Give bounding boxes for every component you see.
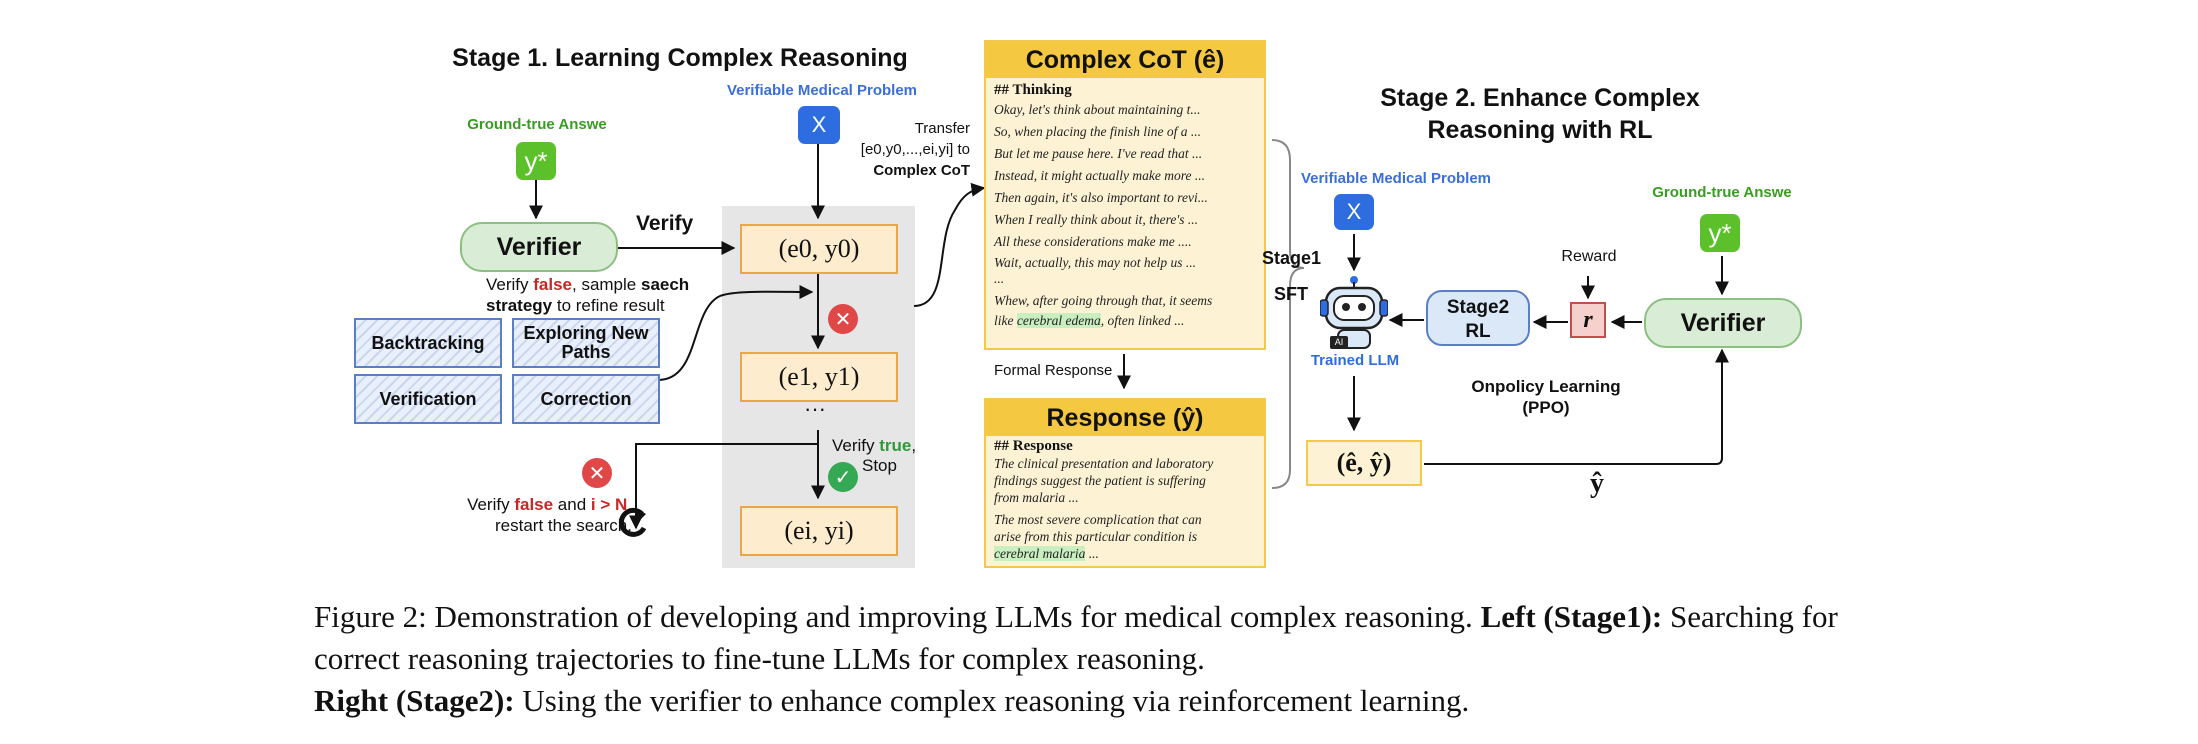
stage2-verifier-box: Verifier xyxy=(1644,298,1802,348)
verify-label: Verify xyxy=(636,212,694,235)
stage2-rl-box: Stage2 RL xyxy=(1426,290,1530,346)
cot-line: Wait, actually, this may not help us ... xyxy=(994,255,1196,270)
arrow-strategies-to-search xyxy=(657,284,814,381)
response-box: Response (ŷ) ## Response The clinical pr… xyxy=(984,398,1266,568)
check-icon: ✓ xyxy=(828,462,858,492)
restart-cross-icon: ✕ xyxy=(582,458,612,488)
formal-response-label: Formal Response xyxy=(994,362,1113,379)
restart-icon xyxy=(618,507,647,537)
response-section-title: ## Response xyxy=(994,438,1073,454)
stage1-title: Stage 1. Learning Complex Reasoning xyxy=(452,44,908,72)
cot-line: So, when placing the finish line of a ..… xyxy=(994,124,1201,139)
strategy-backtracking: Backtracking xyxy=(354,318,502,368)
cot-line: But let me pause here. I've read that ..… xyxy=(994,146,1203,161)
yhat-label: ŷ xyxy=(1590,468,1604,499)
stage2-title: Stage 2. Enhance Complex Reasoning with … xyxy=(1380,84,1700,144)
stage2-answer-bubble-icon: y* xyxy=(1700,214,1740,252)
response-line: findings suggest the patient is sufferin… xyxy=(994,473,1206,488)
figure-caption: Figure 2: Demonstration of developing an… xyxy=(314,599,1838,718)
arrow-restart xyxy=(629,443,818,530)
stage2-ground-truth-label: Ground-true Answe xyxy=(1652,184,1792,201)
ground-truth-label: Ground-true Answe xyxy=(467,116,607,133)
step-e1-y1: (e1, y1) xyxy=(740,352,898,402)
arrow-output-to-verifier xyxy=(1424,348,1729,465)
cot-line: ... xyxy=(994,271,1005,286)
stage1-verifier-box: Verifier xyxy=(460,222,618,272)
stage2-problem-bubble-icon: X xyxy=(1334,194,1374,230)
cot-final-line-2: like cerebral edema, often linked ... xyxy=(994,313,1185,328)
cot-line: Okay, let's think about maintaining t... xyxy=(994,102,1201,117)
strategy-exploring-new-paths: Exploring New Paths xyxy=(512,318,660,368)
strategy-verification: Verification xyxy=(354,374,502,424)
complex-cot-header: Complex CoT (ê) xyxy=(986,42,1264,78)
cot-line: All these considerations make me .... xyxy=(994,234,1192,249)
cot-line: Then again, it's also important to revi.… xyxy=(994,190,1208,205)
problem-label: Verifiable Medical Problem xyxy=(726,82,918,99)
step-e0-y0: (e0, y0) xyxy=(740,224,898,274)
trained-llm-label: Trained LLM xyxy=(1310,352,1400,369)
steps-ellipsis: ··· xyxy=(804,396,826,421)
response-line: The clinical presentation and laboratory xyxy=(994,456,1214,471)
cot-line: When I really think about it, there's ..… xyxy=(994,212,1198,227)
response-line: The most severe complication that can xyxy=(994,512,1202,527)
reward-box: r xyxy=(1570,302,1606,338)
output-pair-box: (ê, ŷ) xyxy=(1306,440,1422,486)
response-line: cerebral malaria ... xyxy=(994,546,1099,561)
step-ei-yi: (ei, yi) xyxy=(740,506,898,556)
cot-final-line-1: Whew, after going through that, it seems xyxy=(994,293,1213,308)
transfer-note: Transfer [e0,y0,...,ei,yi] to Complex Co… xyxy=(860,120,970,179)
response-line: arise from this particular condition is xyxy=(994,529,1198,544)
onpolicy-label: Onpolicy Learning (PPO) xyxy=(1471,377,1621,417)
strategy-correction: Correction xyxy=(512,374,660,424)
problem-bubble-icon: X xyxy=(798,106,840,144)
verify-true-note: Verify true, Stop xyxy=(832,436,917,475)
reward-label: Reward xyxy=(1561,248,1617,265)
stage2-problem-label: Verifiable Medical Problem xyxy=(1300,170,1492,187)
restart-note: Verify false and i > N, restart the sear… xyxy=(467,495,632,535)
arrow-search-to-cot xyxy=(913,182,986,307)
cross-icon: ✕ xyxy=(828,304,858,334)
ai-badge: AI xyxy=(1330,336,1348,349)
complex-cot-box: Complex CoT (ê) ## Thinking Okay, let's … xyxy=(984,40,1266,350)
response-header: Response (ŷ) xyxy=(986,400,1264,436)
answer-bubble-icon: y* xyxy=(516,142,556,180)
cot-section-title: ## Thinking xyxy=(994,82,1072,98)
cot-line: Instead, it might actually make more ... xyxy=(994,168,1205,183)
response-line: from malaria ... xyxy=(994,490,1079,505)
verify-false-note: Verify false, sample saech strategy to r… xyxy=(486,275,690,315)
stage1-sft-label: Stage1 SFT xyxy=(1262,248,1322,304)
sft-brace xyxy=(1271,139,1305,489)
